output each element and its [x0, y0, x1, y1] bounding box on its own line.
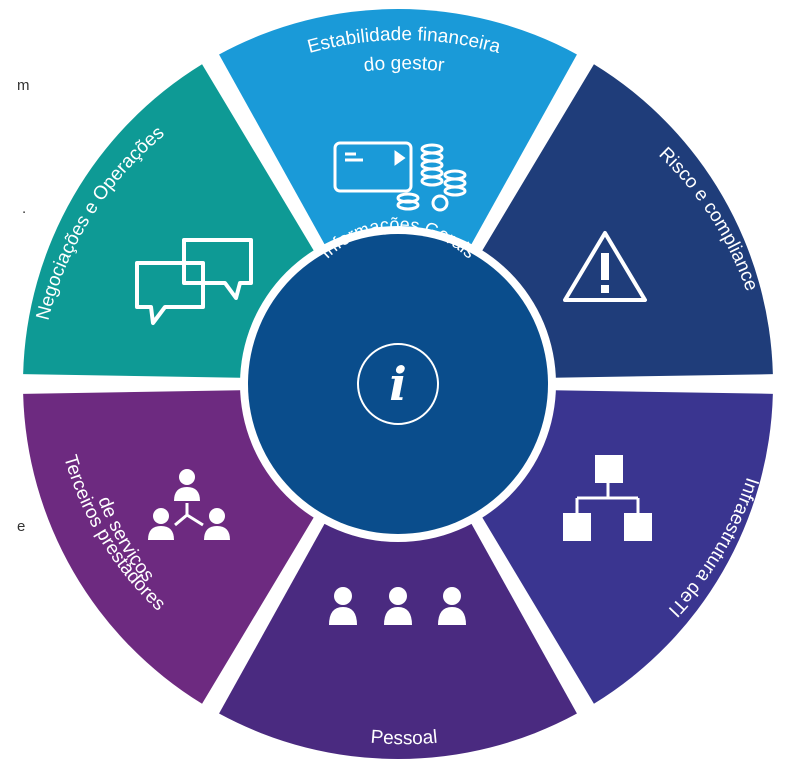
center-disc[interactable] — [248, 234, 548, 534]
svg-text:i: i — [389, 357, 406, 411]
segment-label-pessoal: Pessoal — [370, 727, 438, 750]
people-icon — [329, 587, 466, 625]
segment-pessoal[interactable] — [219, 411, 577, 759]
warning-icon — [563, 231, 647, 302]
info-icon: i — [357, 343, 439, 425]
segment-estabilidade[interactable] — [219, 9, 577, 357]
org-chart-icon — [563, 455, 652, 541]
segment-label-estabilidade-line2: do gestor — [363, 53, 446, 77]
chat-icon — [135, 238, 253, 325]
network-people-icon — [148, 469, 230, 540]
card-coins-icon — [333, 141, 467, 212]
